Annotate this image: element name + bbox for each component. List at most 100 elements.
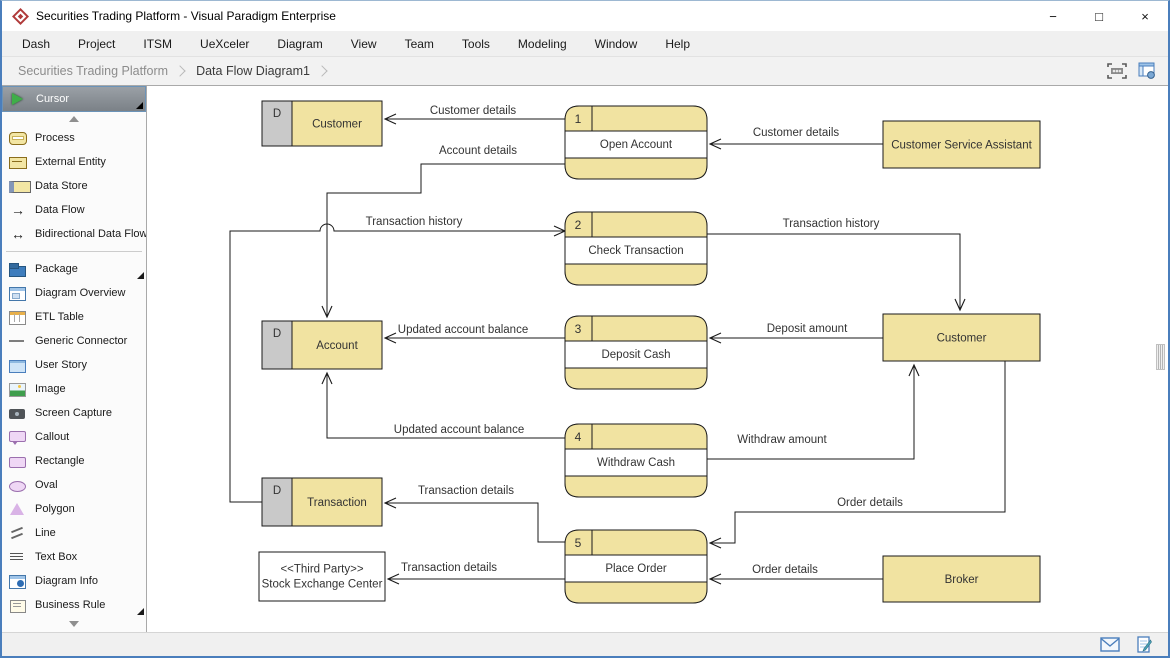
palette-item-process[interactable]: Process bbox=[2, 126, 146, 150]
process-number: 2 bbox=[575, 218, 582, 232]
process-bottom-band bbox=[564, 263, 708, 286]
canvas-scrollbar-thumb[interactable] bbox=[1156, 344, 1165, 370]
menu-item-project[interactable]: Project bbox=[78, 36, 116, 51]
layout-panel-icon[interactable] bbox=[1136, 61, 1158, 81]
node-customer-service-assistant[interactable]: Customer Service Assistant bbox=[882, 120, 1041, 169]
menu-item-tools[interactable]: Tools bbox=[461, 36, 490, 51]
data-flow-transaction-details-2[interactable]: Transaction details bbox=[386, 562, 565, 585]
menu-item-uexceler[interactable]: UeXceler bbox=[200, 36, 250, 51]
datastore-prefix-cell bbox=[261, 100, 293, 147]
close-button[interactable]: × bbox=[1141, 8, 1149, 24]
palette-item-label: Business Rule bbox=[35, 599, 106, 611]
menu-item-help[interactable]: Help bbox=[665, 36, 690, 51]
menu-item-window[interactable]: Window bbox=[594, 36, 638, 51]
flow-line[interactable] bbox=[707, 233, 966, 312]
palette-item-screen-capture[interactable]: Screen Capture bbox=[2, 401, 146, 425]
palette-item-bidirectional-data-flow[interactable]: Bidirectional Data Flow bbox=[2, 222, 146, 246]
data-flow-transaction-history-2[interactable]: Transaction history bbox=[707, 218, 966, 312]
data-flow-updated-account-balance-2[interactable]: Updated account balance bbox=[321, 371, 565, 439]
data-flow-updated-account-balance-1[interactable]: Updated account balance bbox=[383, 324, 565, 344]
palette-item-label: Data Store bbox=[35, 180, 88, 192]
flow-line[interactable] bbox=[708, 361, 1006, 549]
node-stock-exchange-center[interactable]: <<Third Party>>Stock Exchange Center bbox=[258, 551, 386, 602]
palette-scroll-down-button[interactable] bbox=[2, 617, 146, 631]
palette-item-data-store[interactable]: Data Store bbox=[2, 174, 146, 198]
palette-item-polygon[interactable]: Polygon bbox=[2, 497, 146, 521]
process-label: Deposit Cash bbox=[601, 349, 670, 361]
palette-item-business-rule[interactable]: Business Rule bbox=[2, 593, 146, 617]
palette-item-cursor[interactable]: Cursor bbox=[2, 86, 146, 112]
diagram-info-icon bbox=[8, 573, 28, 589]
palette-item-line[interactable]: Line bbox=[2, 521, 146, 545]
breadcrumb-project[interactable]: Securities Trading Platform bbox=[18, 64, 169, 78]
palette-item-oval[interactable]: Oval bbox=[2, 473, 146, 497]
data-flow-deposit-amount[interactable]: Deposit amount bbox=[708, 323, 883, 344]
palette-item-external-entity[interactable]: External Entity bbox=[2, 150, 146, 174]
node-broker[interactable]: Broker bbox=[882, 555, 1041, 603]
palette-item-etl-table[interactable]: ETL Table bbox=[2, 305, 146, 329]
entity-body[interactable] bbox=[882, 313, 1041, 362]
data-flow-transaction-details-1[interactable]: Transaction details bbox=[383, 485, 565, 543]
flow-label: Transaction details bbox=[401, 562, 497, 574]
flow-line[interactable] bbox=[321, 371, 565, 439]
process-number: 5 bbox=[575, 536, 582, 550]
data-flow-account-details[interactable]: Account details bbox=[321, 145, 565, 319]
flow-line[interactable] bbox=[321, 163, 565, 319]
flow-line[interactable] bbox=[383, 497, 565, 543]
flow-label: Withdraw amount bbox=[737, 434, 827, 446]
palette-item-package[interactable]: Package bbox=[2, 257, 146, 281]
menu-item-team[interactable]: Team bbox=[404, 36, 434, 51]
node-customer-entity[interactable]: Customer bbox=[882, 313, 1041, 362]
process-top-band bbox=[564, 211, 708, 238]
flow-line[interactable] bbox=[707, 363, 920, 460]
palette-item-user-story[interactable]: User Story bbox=[2, 353, 146, 377]
menu-item-itsm[interactable]: ITSM bbox=[143, 36, 173, 51]
palette-item-text-box[interactable]: Text Box bbox=[2, 545, 146, 569]
menu-item-modeling[interactable]: Modeling bbox=[517, 36, 567, 51]
data-flow-order-details-1[interactable]: Order details bbox=[708, 361, 1006, 549]
maximize-button[interactable]: □ bbox=[1095, 8, 1103, 24]
data-flow-customer-details-2[interactable]: Customer details bbox=[708, 127, 883, 150]
entity-body[interactable] bbox=[882, 120, 1041, 169]
palette-scroll-up-button[interactable] bbox=[2, 112, 146, 126]
entity-body[interactable] bbox=[882, 555, 1041, 603]
data-flow-order-details-2[interactable]: Order details bbox=[708, 564, 883, 585]
palette-item-diagram-info[interactable]: Diagram Info bbox=[2, 569, 146, 593]
palette-item-rectangle[interactable]: Rectangle bbox=[2, 449, 146, 473]
data-flow-transaction-history-1[interactable]: Transaction history bbox=[229, 216, 567, 503]
palette-item-label: Diagram Overview bbox=[35, 287, 126, 299]
palette-item-generic-connector[interactable]: Generic Connector bbox=[2, 329, 146, 353]
process-top-band bbox=[564, 105, 708, 132]
datastore-prefix: D bbox=[273, 485, 281, 497]
palette-item-diagram-overview[interactable]: Diagram Overview bbox=[2, 281, 146, 305]
entity-body[interactable] bbox=[258, 551, 386, 602]
edit-document-icon[interactable] bbox=[1134, 635, 1154, 654]
palette-item-callout[interactable]: Callout bbox=[2, 425, 146, 449]
palette-item-label: Bidirectional Data Flow bbox=[35, 228, 147, 240]
menu-item-dash[interactable]: Dash bbox=[22, 36, 51, 51]
breadcrumb: Securities Trading Platform Data Flow Di… bbox=[2, 57, 1168, 85]
process-top-band bbox=[564, 529, 708, 556]
menu-item-view[interactable]: View bbox=[350, 36, 377, 51]
mail-icon[interactable] bbox=[1100, 636, 1120, 654]
menu-item-diagram[interactable]: Diagram bbox=[277, 36, 323, 51]
palette-item-image[interactable]: Image bbox=[2, 377, 146, 401]
data-flow-customer-details-1[interactable]: Customer details bbox=[383, 105, 565, 125]
breadcrumb-diagram[interactable]: Data Flow Diagram1 bbox=[196, 64, 310, 78]
flow-line[interactable] bbox=[229, 223, 567, 503]
process-label: Withdraw Cash bbox=[597, 457, 675, 469]
fit-selection-icon[interactable] bbox=[1106, 61, 1128, 81]
minimize-button[interactable]: − bbox=[1049, 8, 1057, 24]
palette-item-data-flow[interactable]: Data Flow bbox=[2, 198, 146, 222]
data-store-icon bbox=[8, 178, 31, 194]
data-flow-withdraw-amount[interactable]: Withdraw amount bbox=[707, 363, 920, 460]
